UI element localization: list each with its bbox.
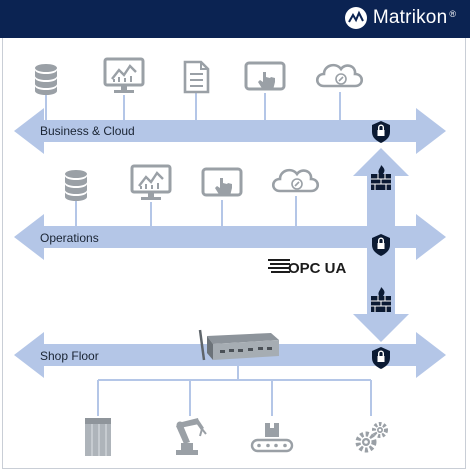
database-icon — [65, 170, 87, 201]
edge-gateway-device — [198, 329, 279, 361]
gears-icon — [358, 424, 386, 450]
business-cloud-arrow — [14, 108, 446, 154]
diagram-frame — [2, 38, 466, 469]
opc-ua-logo-text: OPC UA — [288, 260, 347, 277]
business-cloud-label: Business & Cloud — [40, 124, 135, 138]
monitor-chart-icon — [130, 164, 172, 202]
operations-arrow — [14, 214, 446, 260]
shop-floor-label: Shop Floor — [40, 349, 99, 363]
cloud-icon — [315, 63, 364, 88]
conveyor-icon — [250, 421, 294, 453]
operations-label: Operations — [40, 231, 99, 245]
database-icon — [35, 64, 57, 95]
monitor-chart-icon — [103, 57, 145, 95]
header-bar: Matrikon ® — [0, 0, 470, 38]
opc-ua-logo: OPC UA — [268, 259, 347, 277]
matrikon-logo-icon — [344, 7, 367, 29]
cloud-icon — [271, 168, 320, 193]
robot-arm-icon — [175, 417, 207, 456]
brand: Matrikon ® — [344, 7, 456, 29]
shop-floor-connectors — [97, 360, 372, 416]
document-icon — [183, 60, 210, 94]
plc-controller-icon — [84, 417, 112, 457]
tablet-touch-icon — [244, 61, 286, 92]
tablet-touch-icon — [201, 167, 243, 198]
brand-name: Matrikon — [372, 7, 448, 28]
operations-connectors — [75, 196, 297, 228]
business-connectors — [45, 92, 341, 120]
registered-mark: ® — [449, 9, 456, 19]
